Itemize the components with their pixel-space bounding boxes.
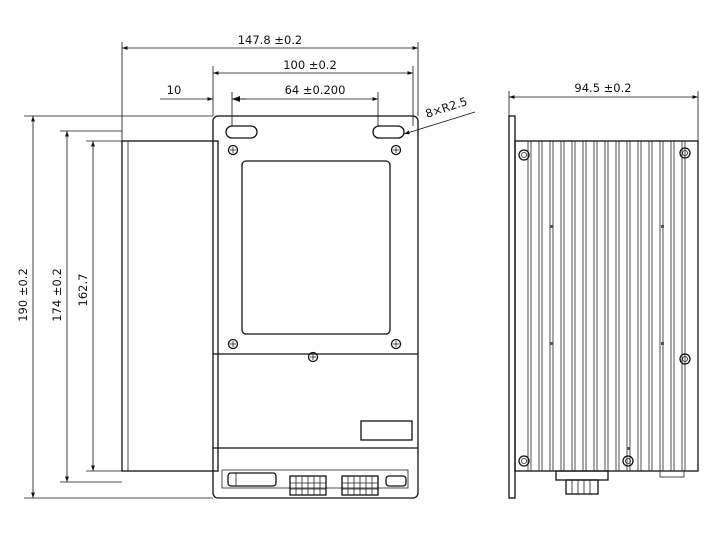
screw-icon (227, 338, 239, 350)
screw-icon (518, 149, 530, 161)
screw-icon (679, 147, 691, 159)
dim-height-174: 174 ±0.2 (50, 268, 64, 322)
mount-slot-left (225, 125, 258, 139)
screw-icon (307, 351, 319, 363)
connector-icon (385, 475, 407, 487)
dim-slot-pitch: 64 ±0.200 (285, 83, 346, 97)
side-connector-icon (555, 470, 685, 495)
front-fin-body (121, 140, 219, 472)
screw-icon (622, 455, 634, 467)
front-dimensions: 147.8 ±0.2 100 ±0.2 10 64 ±0.200 8×R2.5 … (16, 33, 476, 499)
connector-icon (341, 475, 379, 496)
screw-icon (390, 338, 402, 350)
label-recess (360, 420, 413, 441)
screw-icon (227, 144, 239, 156)
dim-side-depth: 94.5 ±0.2 (574, 81, 631, 95)
mount-slot-right (372, 125, 405, 139)
connector-icon (289, 475, 327, 496)
dim-offset-10: 10 (167, 83, 182, 97)
side-mount-flange (508, 115, 516, 499)
dim-overall-width: 147.8 ±0.2 (238, 33, 303, 47)
connector-base (221, 469, 409, 489)
dim-height-162-7: 162.7 (76, 274, 90, 307)
screw-icon (518, 455, 530, 467)
side-heatsink-body (514, 140, 699, 472)
side-view (508, 115, 699, 499)
heatsink-fins (527, 141, 686, 471)
connector-icon (227, 472, 277, 487)
front-mount-plate (212, 115, 419, 499)
dim-hole-callout: 8×R2.5 (424, 94, 469, 121)
dim-height-190: 190 ±0.2 (16, 268, 30, 322)
side-dimensions: 94.5 ±0.2 (508, 81, 699, 141)
front-view (121, 115, 419, 499)
display-window (241, 160, 391, 335)
dim-mount-pitch: 100 ±0.2 (283, 58, 337, 72)
screw-icon (679, 353, 691, 365)
screw-icon (390, 144, 402, 156)
